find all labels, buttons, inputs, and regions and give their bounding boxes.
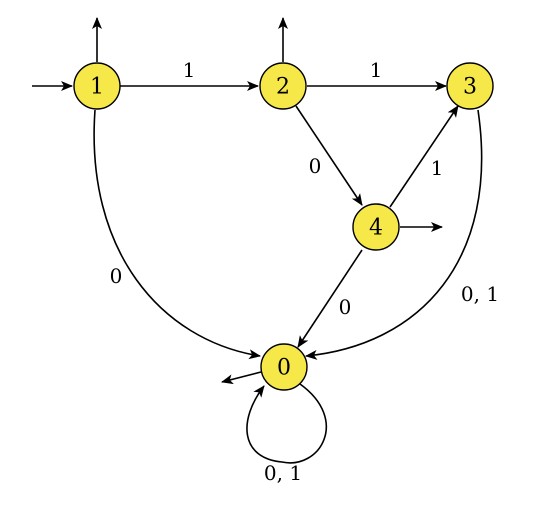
state-3: 3 [446, 62, 494, 110]
state-4: 4 [352, 203, 400, 251]
state-4-circle [352, 203, 400, 251]
state-1-circle [73, 62, 121, 110]
edge-label-4-to-3: 1 [431, 156, 444, 180]
edge-3-to-0 [305, 109, 483, 360]
state-1-label: 1 [90, 75, 104, 100]
edge-label-1-to-2: 1 [183, 58, 196, 82]
state-3-label: 3 [463, 75, 477, 100]
edge-0-self-loop [246, 383, 328, 464]
edge-4-to-3 [389, 105, 459, 208]
output-arrow-state-0 [221, 371, 262, 385]
edge-label-4-to-0: 0 [339, 295, 352, 319]
state-3-circle [446, 62, 494, 110]
edge-label-3-to-0: 0, 1 [461, 282, 499, 306]
edge-4-to-0 [297, 249, 363, 348]
state-0-circle [260, 343, 308, 391]
edge-label-1-to-0: 0 [110, 264, 123, 288]
edge-label-0-self-loop: 0, 1 [264, 461, 302, 485]
edge-label-2-to-3: 1 [370, 58, 383, 82]
state-4-label: 4 [369, 216, 383, 241]
state-0: 0 [260, 343, 308, 391]
state-0-label: 0 [277, 356, 291, 381]
state-2-circle [259, 62, 307, 110]
edge-2-to-4 [295, 105, 363, 206]
state-2: 2 [259, 62, 307, 110]
state-1: 1 [73, 62, 121, 110]
state-2-label: 2 [276, 75, 290, 100]
edge-label-2-to-4: 0 [309, 154, 322, 178]
edge-1-to-0 [93, 109, 261, 360]
